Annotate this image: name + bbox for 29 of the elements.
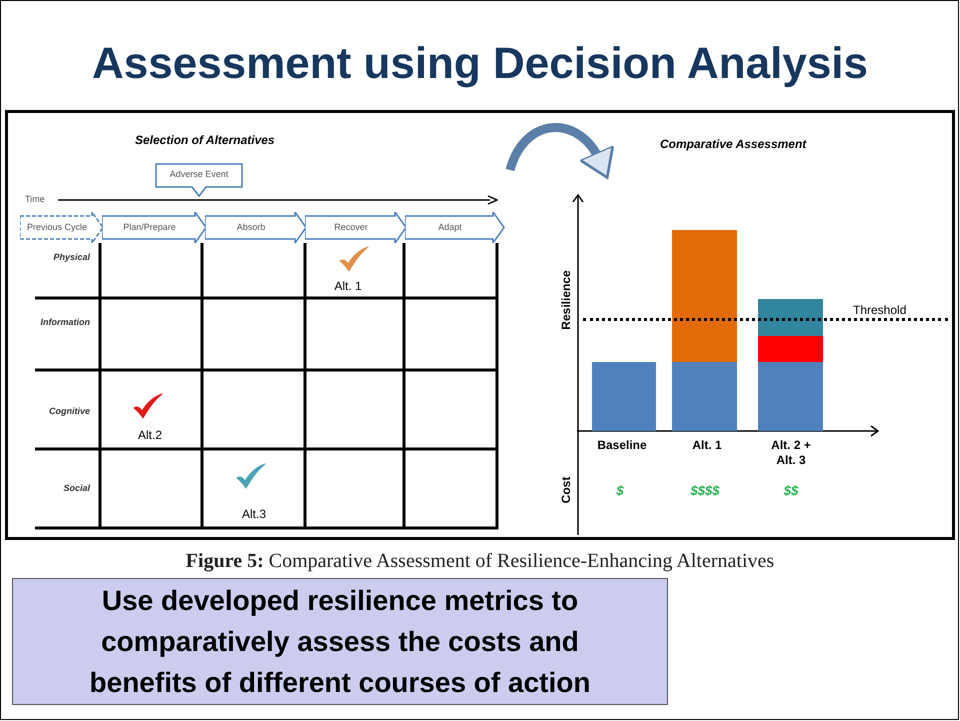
- category-label: Alt. 2 + Alt. 3: [770, 438, 812, 468]
- stage-label: Absorb: [236, 220, 266, 234]
- stage-label: Adverse Event: [170, 168, 228, 182]
- figure-caption: Figure 5: Comparative Assessment of Resilience-Enhancing Alternatives: [184, 549, 776, 574]
- category-label: Alt. 1: [691, 438, 723, 453]
- stage-label: Previous Cycle: [26, 220, 88, 234]
- stage-label: Adapt: [438, 220, 462, 234]
- axis-label: Cost: [558, 476, 574, 506]
- alternative-label: Alt. 1: [333, 278, 363, 295]
- slide-title: Assessment using Decision Analysis: [91, 38, 869, 90]
- panel-heading: Comparative Assessment: [660, 136, 806, 153]
- threshold-label: Threshold: [853, 302, 908, 319]
- row-label: Information: [40, 316, 90, 329]
- cost-label: $$: [782, 482, 800, 500]
- stage-label: Recover: [334, 220, 368, 234]
- summary-text: Use developed resilience metrics to comparatively assess the costs and benefits of different courses of action: [88, 584, 592, 700]
- alternative-label: Alt.3: [240, 506, 267, 523]
- curved-arrow: [506, 123, 613, 178]
- row-label: Physical: [52, 251, 90, 264]
- alternative-label: Alt.2: [136, 427, 163, 444]
- row-label: Cognitive: [48, 405, 90, 418]
- axis-label: Resilience: [558, 269, 574, 332]
- category-label: Baseline: [596, 438, 648, 453]
- row-label: Social: [62, 482, 90, 495]
- axis-label: Time: [25, 193, 46, 206]
- panel-heading: Selection of Alternatives: [135, 132, 275, 149]
- cost-label: $$$$: [690, 482, 720, 500]
- cost-label: $: [615, 482, 625, 500]
- stage-label: Plan/Prepare: [123, 220, 176, 234]
